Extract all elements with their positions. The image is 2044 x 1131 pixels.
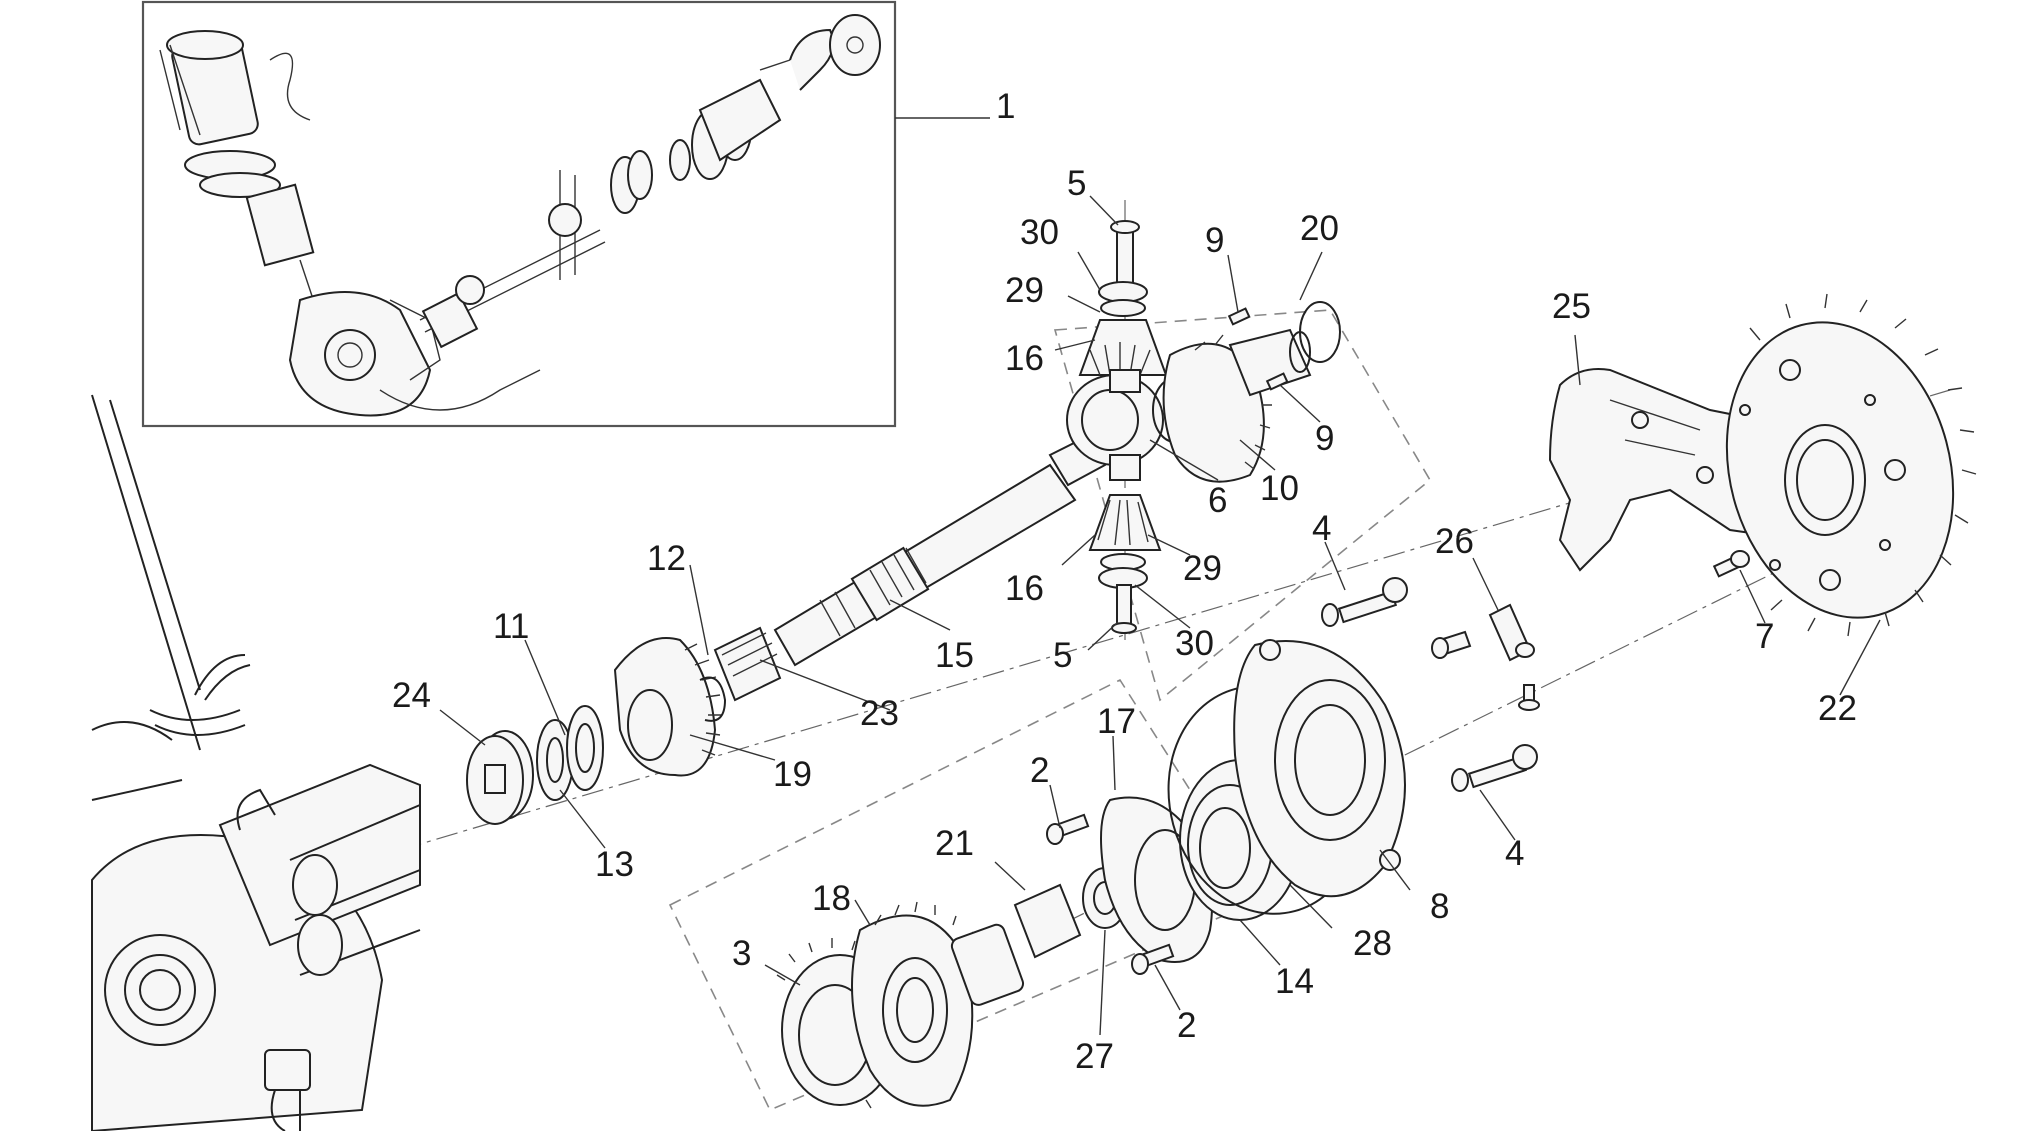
callout-16-top: 16 [1005, 339, 1044, 378]
callout-4-bottom: 4 [1505, 834, 1524, 873]
callout-2-bottom: 2 [1177, 1006, 1196, 1045]
callout-labels: 1 5 30 29 16 9 20 9 10 6 29 16 30 5 15 2… [392, 87, 1857, 1076]
needle-bearing-23 [713, 626, 782, 702]
callout-7: 7 [1755, 617, 1774, 656]
callout-22: 22 [1818, 689, 1857, 728]
callout-25: 25 [1552, 287, 1591, 326]
gearbox-housing [91, 394, 421, 1131]
shaft-15 [773, 433, 1107, 667]
callout-19: 19 [773, 755, 812, 794]
bolts-4 [1321, 577, 1538, 792]
callout-2-top: 2 [1030, 751, 1049, 790]
callout-12: 12 [647, 539, 686, 578]
bracket-26 [1431, 603, 1540, 711]
callout-27: 27 [1075, 1037, 1114, 1076]
bearing-24 [466, 730, 534, 825]
sprocket-22 [1725, 293, 1977, 637]
callout-17: 17 [1097, 702, 1136, 741]
gear-19 [613, 637, 722, 777]
callout-10: 10 [1260, 469, 1299, 508]
callout-3: 3 [732, 934, 751, 973]
callout-29-top: 29 [1005, 271, 1044, 310]
washer-11 [566, 705, 604, 791]
callout-11: 11 [493, 607, 529, 646]
callout-9-top: 9 [1205, 221, 1224, 260]
callout-18: 18 [812, 879, 851, 918]
callout-8: 8 [1430, 887, 1449, 926]
differential-assembly [1066, 220, 1341, 634]
callout-20: 20 [1300, 209, 1339, 248]
bevel-gear-18 [851, 901, 1025, 1107]
callout-29-bottom: 29 [1183, 549, 1222, 588]
callout-23: 23 [860, 694, 899, 733]
needle-bearing-21 [1013, 883, 1082, 959]
callout-21: 21 [935, 824, 974, 863]
callout-13: 13 [595, 845, 634, 884]
callout-28: 28 [1353, 924, 1392, 963]
callout-30-top: 30 [1020, 213, 1059, 252]
callout-5-top: 5 [1067, 164, 1086, 203]
callout-1: 1 [996, 87, 1015, 126]
callout-5-bottom: 5 [1053, 636, 1072, 675]
callout-26: 26 [1435, 522, 1474, 561]
callout-16-bottom: 16 [1005, 569, 1044, 608]
callout-14: 14 [1275, 962, 1314, 1001]
callout-24: 24 [392, 676, 431, 715]
assembly-overview-inset [141, 0, 897, 428]
callout-4-top: 4 [1312, 509, 1331, 548]
callout-15: 15 [935, 636, 974, 675]
callout-9-bottom: 9 [1315, 419, 1334, 458]
callout-30-bottom: 30 [1175, 624, 1214, 663]
circlip-12 [699, 676, 727, 722]
screws-2 [1046, 813, 1175, 975]
callout-6: 6 [1208, 481, 1227, 520]
cover-8 [1233, 639, 1406, 898]
leader-lines [439, 195, 1881, 1036]
